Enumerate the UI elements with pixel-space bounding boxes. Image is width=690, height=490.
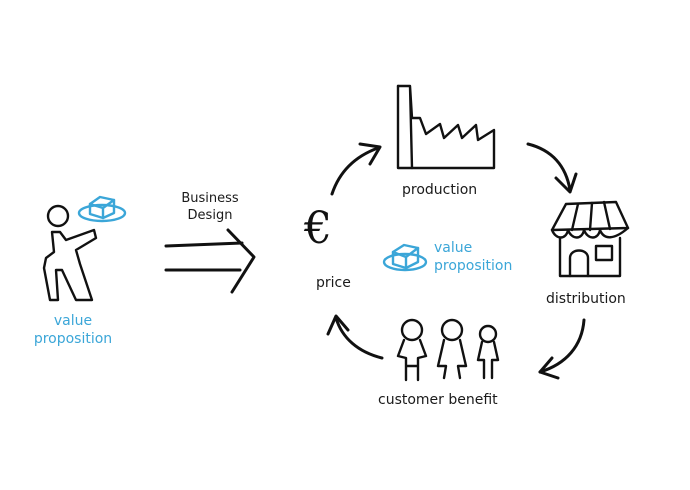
- business-design-label: Business Design: [162, 190, 258, 224]
- factory-icon: [396, 84, 496, 170]
- shop-icon: [550, 200, 630, 278]
- big-arrow-icon: [164, 228, 256, 294]
- value-box-icon: [77, 195, 127, 223]
- distribution-label: distribution: [546, 291, 626, 307]
- left-value-label: value proposition: [18, 312, 128, 348]
- left-value-label-line2: proposition: [33, 331, 113, 347]
- cycle-arrow-bottom-left: [326, 314, 384, 360]
- center-value-label: value proposition: [434, 239, 512, 275]
- cycle-arrow-top-right: [526, 142, 578, 194]
- cycle-arrow-top-left: [330, 142, 382, 196]
- customer-benefit-label: customer benefit: [378, 392, 498, 408]
- left-value-label-line1: value: [53, 313, 93, 329]
- cycle-arrow-bottom-right: [538, 318, 586, 380]
- center-value-box-icon: [382, 243, 428, 272]
- center-value-line2: proposition: [434, 258, 513, 274]
- euro-icon: €: [304, 203, 332, 254]
- business-design-line2: Design: [187, 208, 233, 223]
- price-label: price: [316, 275, 351, 291]
- person-icon: [42, 204, 98, 302]
- production-label: production: [402, 182, 478, 198]
- business-design-line1: Business: [181, 191, 239, 206]
- customers-icon: [396, 318, 500, 382]
- center-value-line1: value: [434, 240, 473, 256]
